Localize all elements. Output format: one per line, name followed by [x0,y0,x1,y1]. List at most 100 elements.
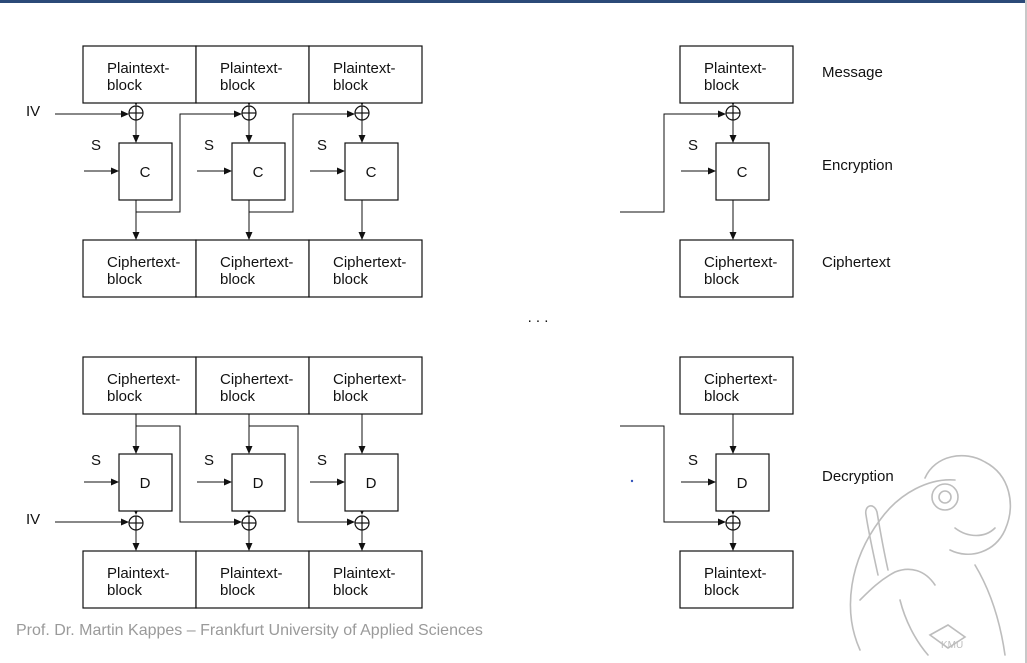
enc-ciphertext-block-1-line1: Ciphertext- [107,254,180,271]
dec-ciphertext-block-1 [82,356,197,415]
enc-ciphertext-block-1-line2: block [107,271,143,288]
mascot-eye [931,483,959,511]
enc-xor-2 [241,105,257,121]
enc-key-label-1: S [91,137,101,154]
dec-ciphertext-block-4 [679,356,794,415]
enc-cipher-label-4: C [737,164,748,181]
dec-chain-1-to-2 [136,425,242,526]
dec-ciphertext-block-3-line1: Ciphertext- [333,371,406,388]
dec-plaintext-block-4-line2: block [704,582,740,599]
enc-chain-2-to-3 [249,110,355,213]
dec-xor-4 [725,515,741,531]
dec-key-label-2: S [204,452,214,469]
enc-plaintext-block-2-line2: block [220,77,256,94]
side-label-ciphertext: Ciphertext [822,254,891,271]
enc-ciphertext-block-2-line2: block [220,271,256,288]
enc-plaintext-block-1-line2: block [107,77,143,94]
dec-ciphertext-block-2-line2: block [220,388,256,405]
dec-decipher-label-2: D [253,475,264,492]
dec-chain-2-to-3 [249,425,355,526]
dec-plaintext-block-1-line2: block [107,582,143,599]
enc-plaintext-block-3 [308,45,423,104]
top-accent-bar [0,0,1027,3]
mascot-shell-outline [849,479,956,651]
dec-plaintext-block-3-line2: block [333,582,369,599]
enc-plaintext-block-4-line1: Plaintext- [704,60,767,77]
dec-ciphertext-block-1-line2: block [107,388,143,405]
enc-iv-label: IV [26,103,40,120]
dec-ciphertext-block-4-line2: block [704,388,740,405]
enc-ciphertext-block-2-line1: Ciphertext- [220,254,293,271]
enc-plaintext-block-3-line2: block [333,77,369,94]
enc-plaintext-block-3-line1: Plaintext- [333,60,396,77]
dec-plaintext-block-2 [195,550,310,609]
dec-ciphertext-block-2-line1: Ciphertext- [220,371,293,388]
dec-iv-label: IV [26,511,40,528]
dec-key-label-4: S [688,452,698,469]
enc-cipher-box-1 [118,142,173,201]
dec-ciphertext-block-4-line1: Ciphertext- [704,371,777,388]
dec-ciphertext-block-3 [308,356,423,415]
dec-chain-n-to-last [620,425,726,526]
mascot-smile [954,527,996,537]
enc-cipher-box-3 [344,142,399,201]
dec-decipher-box-4 [715,453,770,512]
dec-ciphertext-block-3-line2: block [333,388,369,405]
dec-decipher-label-3: D [366,475,377,492]
mascot-bowtie [928,624,967,649]
enc-chain-n-to-last [620,110,726,213]
enc-xor-3 [354,105,370,121]
dec-xor-1 [128,515,144,531]
dec-decipher-label-1: D [140,475,151,492]
side-label-decryption: Decryption [822,468,894,485]
dec-plaintext-block-3-line1: Plaintext- [333,565,396,582]
dec-plaintext-block-1-line1: Plaintext- [107,565,170,582]
enc-ciphertext-block-1 [82,239,197,298]
enc-plaintext-block-4-line2: block [704,77,740,94]
dec-plaintext-block-2-line1: Plaintext- [220,565,283,582]
dec-ciphertext-block-1-line1: Ciphertext- [107,371,180,388]
enc-plaintext-block-2-line1: Plaintext- [220,60,283,77]
enc-plaintext-block-1 [82,45,197,104]
dec-ciphertext-block-2 [195,356,310,415]
enc-key-label-3: S [317,137,327,154]
stray-dot [630,479,634,483]
mascot-arm [859,568,936,601]
dec-xor-2 [241,515,257,531]
enc-ciphertext-block-3-line2: block [333,271,369,288]
dec-key-label-1: S [91,452,101,469]
mascot-bowtie-text: KMU [941,640,963,651]
dec-decipher-box-2 [231,453,286,512]
side-label-encryption: Encryption [822,157,893,174]
dec-decipher-box-3 [344,453,399,512]
dec-plaintext-block-4-line1: Plaintext- [704,565,767,582]
dec-xor-3 [354,515,370,531]
ellipsis: . . . [528,309,549,326]
enc-xor-4 [725,105,741,121]
enc-chain-1-to-2 [136,110,242,213]
enc-key-label-4: S [688,137,698,154]
enc-cipher-label-1: C [140,164,151,181]
enc-ciphertext-block-2 [195,239,310,298]
mascot-raised-finger [864,505,889,576]
enc-ciphertext-block-4-line1: Ciphertext- [704,254,777,271]
enc-ciphertext-block-4 [679,239,794,298]
enc-ciphertext-block-3 [308,239,423,298]
enc-cipher-label-3: C [366,164,377,181]
dec-key-label-3: S [317,452,327,469]
enc-ciphertext-block-4-line2: block [704,271,740,288]
enc-xor-1 [128,105,144,121]
dec-decipher-box-1 [118,453,173,512]
dec-plaintext-block-2-line2: block [220,582,256,599]
mascot-head-outline [924,454,1012,555]
enc-key-label-2: S [204,137,214,154]
enc-cipher-box-4 [715,142,770,201]
dec-decipher-label-4: D [737,475,748,492]
enc-cipher-label-2: C [253,164,264,181]
enc-plaintext-block-4 [679,45,794,104]
enc-cipher-box-2 [231,142,286,201]
turtle-mascot-drawing [849,454,1012,656]
enc-ciphertext-block-3-line1: Ciphertext- [333,254,406,271]
dec-plaintext-block-1 [82,550,197,609]
